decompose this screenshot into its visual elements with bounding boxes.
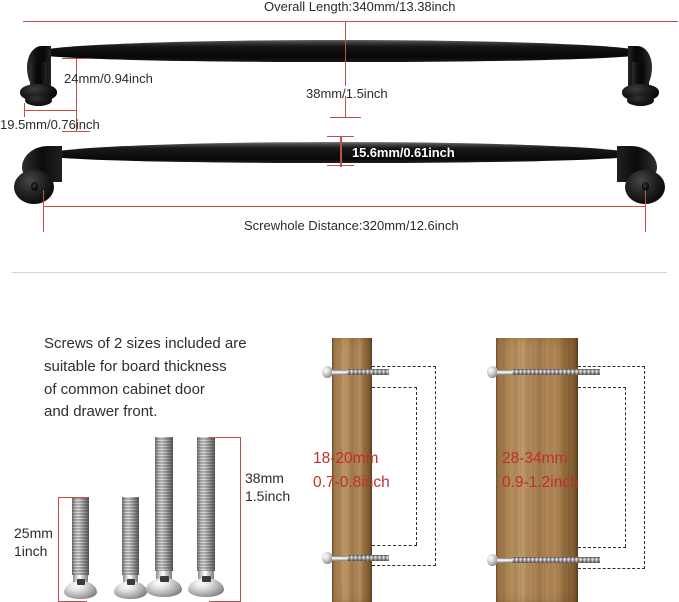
screwhole-dim-line [43,206,646,208]
screw-long-mm-label: 38mm [245,470,284,486]
center-height-dim-line-upper [345,21,347,86]
board-thin-screw-top-shaft [347,369,389,375]
overall-length-baseline [23,21,678,23]
board-thin-edge-right [369,338,372,602]
screw-short-2-head [114,581,147,599]
handle-left-footcap [25,95,52,106]
handle-dimension-diagram-middle: 15.6mm/0.61inch Screwhole Distance:320mm… [0,0,679,265]
bar-thickness-tick-bottom [327,165,354,167]
screw-long-1 [146,437,182,602]
screw-long-2 [188,437,224,602]
projection-dim-tick-bottom [62,131,90,133]
bar-thickness-dim-label: 15.6mm/0.61inch [352,145,455,160]
center-height-dim-tick-bottom [330,117,361,119]
board-thin-handle-inner-right [416,387,417,545]
instruction-line-4: and drawer front. [44,403,158,421]
board-thick-handle-outline-bottom [578,568,645,569]
board-thick-illustration: 28-34mm 0.9-1.2inch [460,320,679,602]
screw-short-1 [64,497,97,602]
screw-short-2-shaft [122,497,139,575]
bar-thickness-tick-top [327,136,354,138]
board-thick-screw-top-neck [497,369,513,375]
screw-long-2-slot [202,576,211,582]
screw-short-1-shaft [72,497,89,575]
screwhole-dim-tick-right [645,190,647,232]
board-thin-edge-left [332,338,334,602]
board-thick-thickness-mm: 28-34mm [502,450,568,467]
base-width-tick-left [24,103,26,117]
board-thick-screw-bottom [487,554,600,566]
screw-short-2-slot [127,579,135,585]
board-thin-screw-top-head [322,366,333,378]
handle-right-footcap [627,95,654,106]
screwhole-dim-label: Screwhole Distance:320mm/12.6inch [244,218,459,233]
board-thick-edge-left [496,338,498,602]
instruction-text-block: Screws of 2 sizes included are suitable … [44,333,294,424]
board-thick-screw-top-shaft [512,369,600,375]
screw-long-1-shaft [155,437,173,571]
board-thin-screw-top [322,366,389,378]
board-thin-screw-bottom-shaft [347,555,389,561]
overall-length-label: Overall Length:340mm/13.38inch [264,0,456,14]
center-height-dim-label: 38mm/1.5inch [306,86,388,101]
board-thick-edge-right [575,338,578,602]
board-thick-screw-top [487,366,600,378]
base-width-tick-right [76,103,78,117]
screw-long-2-shaft [197,437,215,571]
board-thin-handle-outline-top [372,366,436,367]
board-thin-screw-bottom-neck [332,555,348,561]
screw-short-1-slot [77,579,85,585]
screwhole-dim-tick-left [43,190,45,232]
board-thick-handle-outline-outer-right [644,366,645,569]
handle-dimension-diagram-top: Overall Length:340mm/13.38inch 24mm/0.94… [0,0,679,265]
base-width-dim-line [24,110,77,112]
board-thick-handle-inner-top [578,387,626,388]
screw-short-2 [114,497,147,602]
handle-bar-highlight-top [34,40,646,47]
center-height-dim-line-lower [345,96,347,118]
board-thin-screw-bottom-head [322,552,333,564]
board-thick-handle-outline-top [578,366,645,367]
board-thick-handle-inner-right [625,387,626,547]
screw-long-inch-label: 1.5inch [245,488,291,504]
board-thin-handle-inner-top [372,387,417,388]
base-width-dim-label: 19.5mm/0.76inch [0,117,100,132]
screw-long-dimension-bracket [209,437,241,602]
screw-long-2-head [188,578,224,597]
instruction-line-3: of common cabinet door [44,380,205,398]
screw-illustration-group: 25mm 1inch 38mm 1.5inch [0,0,300,602]
handle2-right-screwhole [642,182,649,191]
bar-thickness-dim-line [340,136,342,167]
projection-dim-tick-top [62,58,90,60]
board-thin-handle-outline-outer-right [435,366,436,566]
board-thick-screw-bottom-head [487,554,498,566]
board-thin-screw-bottom [322,552,389,564]
board-thin-screw-top-neck [332,369,348,375]
instruction-line-1: Screws of 2 sizes included are [44,335,247,352]
board-thin-illustration: 18-20mm 0.7-0.8inch [300,320,480,602]
board-thin-thickness-mm: 18-20mm [313,450,379,467]
screw-short-dimension-bracket [58,497,87,602]
board-thick-screw-top-head [487,366,498,378]
board-thin-handle-inner-bottom [372,545,417,546]
instruction-line-2: suitable for board thickness [44,357,227,375]
screw-short-mm-label: 25mm [14,525,53,541]
projection-dim-label: 24mm/0.94inch [64,71,153,86]
projection-dim-line [76,58,78,132]
board-thick-thickness-inch: 0.9-1.2inch [502,474,579,491]
screw-long-1-head [146,578,182,597]
board-thin-thickness-inch: 0.7-0.8inch [313,474,390,491]
board-thin-handle-outline-bottom [372,565,436,566]
screw-short-inch-label: 1inch [14,543,48,559]
handle2-left-screwhole [31,182,38,191]
board-thick-screw-bottom-shaft [512,557,600,563]
board-thick-screw-bottom-neck [497,557,513,563]
handle-bar-top [34,40,646,62]
board-thick-handle-inner-bottom [578,547,626,548]
section-divider [12,272,667,273]
screw-long-1-slot [160,576,169,582]
screw-short-1-head [64,581,97,599]
